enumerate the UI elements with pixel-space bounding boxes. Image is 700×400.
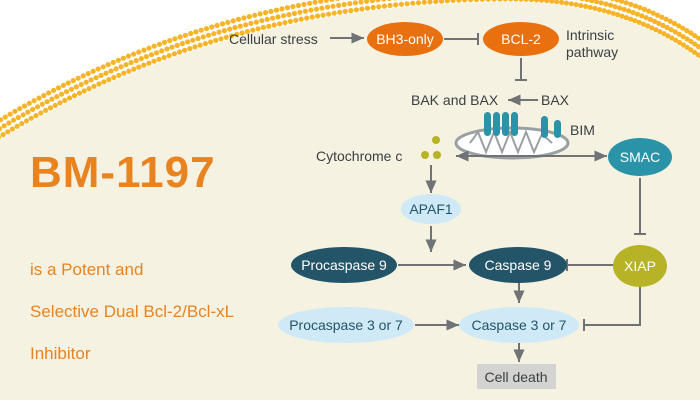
tagline-line-1: is a Potent and — [30, 260, 144, 279]
pathway-edges — [330, 32, 646, 362]
drug-title: BM-1197 — [30, 148, 216, 197]
intrinsic-label: Intrinsic — [566, 27, 614, 43]
bax-label: BAX — [541, 92, 570, 108]
node-apaf1: APAF1 — [401, 194, 461, 224]
node-smac: SMAC — [608, 138, 672, 176]
caspase9-label: Caspase 9 — [485, 257, 552, 273]
cell-death-label: Cell death — [484, 369, 547, 385]
bcl2-label: BCL-2 — [501, 31, 541, 47]
bax-pore-proteins — [484, 112, 561, 138]
node-caspase37: Caspase 3 or 7 — [459, 307, 579, 343]
procaspase9-label: Procaspase 9 — [301, 257, 387, 273]
node-caspase9: Caspase 9 — [469, 247, 567, 283]
smac-label: SMAC — [620, 149, 660, 165]
apaf1-label: APAF1 — [409, 201, 453, 217]
node-xiap: XIAP — [613, 245, 667, 287]
cell-membrane — [0, 0, 700, 140]
tagline-line-3: Inhibitor — [30, 344, 91, 363]
cytochrome-c-molecules — [421, 136, 441, 159]
procaspase37-label: Procaspase 3 or 7 — [289, 317, 403, 333]
bh3-only-label: BH3-only — [376, 31, 434, 47]
node-procaspase9: Procaspase 9 — [291, 247, 397, 283]
pathway-label: pathway — [566, 44, 618, 60]
node-bh3-only: BH3-only — [367, 22, 443, 56]
bim-label: BIM — [570, 122, 595, 138]
node-procaspase37: Procaspase 3 or 7 — [278, 307, 414, 343]
xiap-label: XIAP — [624, 258, 656, 274]
node-bcl2: BCL-2 — [483, 22, 559, 56]
edge-xiap-inhibits-caspase37 — [584, 287, 641, 326]
tagline-line-2: Selective Dual Bcl-2/Bcl-xL — [30, 302, 235, 321]
bak-bax-label: BAK and BAX — [411, 92, 499, 108]
caspase37-label: Caspase 3 or 7 — [472, 317, 567, 333]
cellular-stress-label: Cellular stress — [229, 31, 318, 47]
cytochrome-c-label: Cytochrome c — [316, 148, 402, 164]
node-cell-death: Cell death — [477, 364, 556, 389]
